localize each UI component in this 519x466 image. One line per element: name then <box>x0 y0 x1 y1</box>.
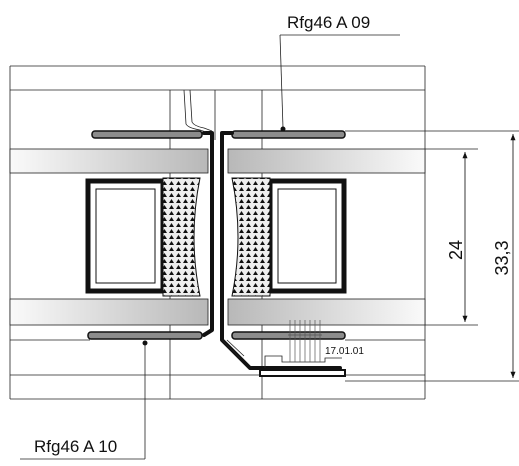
dimension-outer-value: 33,3 <box>492 240 512 275</box>
seal-blocks <box>162 177 271 297</box>
bottom-callout: Rfg46 A 10 <box>20 340 148 460</box>
top-callout: Rfg46 A 09 <box>279 13 400 132</box>
bar-top-right <box>227 148 426 174</box>
hollow-profiles <box>85 178 347 294</box>
date-code: 17.01.01 <box>325 346 364 357</box>
bar-top-left <box>9 148 209 174</box>
dimension-inner: 24 <box>425 148 478 326</box>
center-profile <box>183 89 346 377</box>
horizontal-bars <box>9 148 426 326</box>
bottom-callout-label: Rfg46 A 10 <box>34 437 117 456</box>
gasket-strips <box>87 130 346 340</box>
top-callout-label: Rfg46 A 09 <box>287 13 370 32</box>
hatch-lines <box>288 320 322 362</box>
bar-bottom-left <box>9 298 209 326</box>
bar-bottom-right <box>227 298 426 326</box>
dimension-outer: 33,3 <box>345 130 519 382</box>
dimension-inner-value: 24 <box>446 240 466 260</box>
